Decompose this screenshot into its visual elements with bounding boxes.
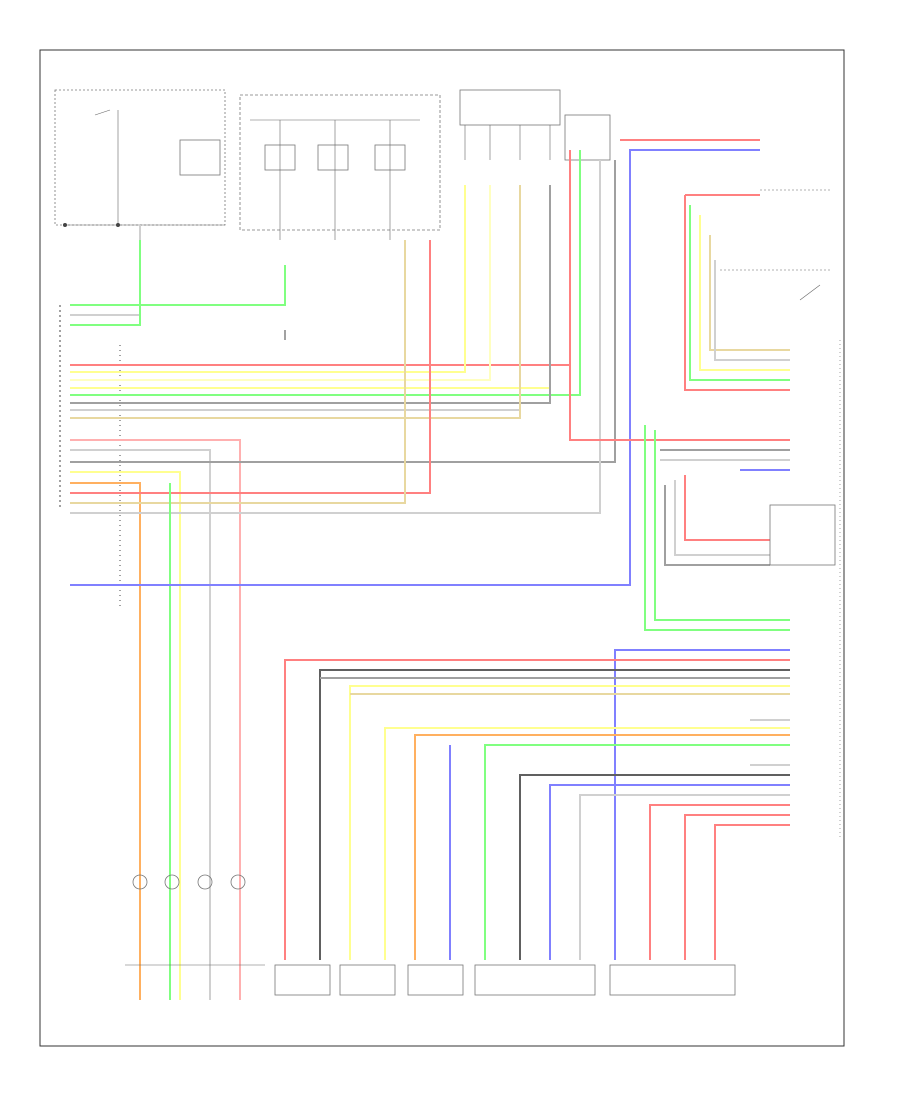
- bottom-module-2: [339, 964, 396, 996]
- right-mid-module: [769, 504, 836, 566]
- bottom-module-5: [609, 964, 736, 996]
- left-ground-bus: [59, 305, 121, 610]
- bottom-module-3: [407, 964, 464, 996]
- bottom-module-1: [274, 964, 331, 996]
- wire-harness: [70, 139, 790, 1000]
- top-right-box: [564, 114, 611, 161]
- top-fuse-panel: [459, 89, 561, 160]
- diagram-frame: [39, 49, 845, 1047]
- bottom-module-4: [474, 964, 596, 996]
- left-connector-group: [125, 874, 265, 966]
- right-seat-sensor: [720, 269, 830, 301]
- top-center-fuse-box: [239, 94, 441, 240]
- top-left-module: [54, 89, 226, 227]
